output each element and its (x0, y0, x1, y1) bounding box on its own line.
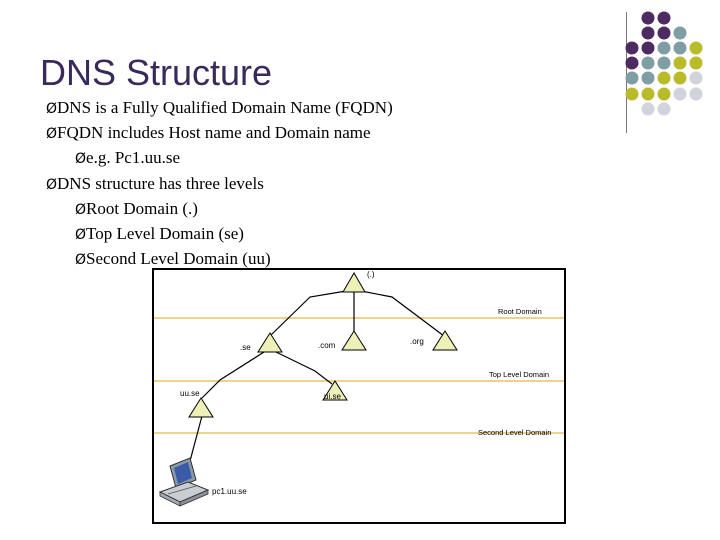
decor-dot (657, 11, 671, 25)
decor-dot (625, 71, 639, 85)
bullet-arrow-icon: Ø (75, 151, 87, 168)
decorative-dot-grid (625, 11, 703, 116)
node-label-ui: ui.se (324, 392, 341, 401)
decor-dot (657, 87, 671, 101)
node-label-pc: pc1.uu.se (212, 487, 247, 496)
decor-dot-row (625, 41, 703, 55)
sub-bullet-item: ØSecond Level Domain (uu) (75, 249, 271, 269)
slide-title: DNS Structure (40, 52, 273, 93)
decor-dot (625, 87, 639, 101)
bullet-list: ØDNS is a Fully Qualified Domain Name (F… (46, 96, 393, 272)
bullet-item: ØFQDN includes Host name and Domain name (46, 123, 371, 143)
node-label-com: .com (318, 341, 336, 350)
decor-dot (641, 41, 655, 55)
bullet-arrow-icon: Ø (75, 227, 87, 244)
decor-dot (641, 71, 655, 85)
decor-dot-row (625, 87, 703, 101)
decor-dot (625, 41, 639, 55)
decor-dot-row (641, 11, 671, 25)
decor-dot-row (641, 26, 687, 40)
node-org (432, 330, 458, 351)
decor-dot-row (625, 71, 703, 85)
decor-dot (657, 102, 671, 116)
sub-bullet-item: Øe.g. Pc1.uu.se (75, 148, 180, 168)
decor-dot (673, 56, 687, 70)
level-label-root: Root Domain (498, 307, 542, 316)
decor-dot (641, 87, 655, 101)
node-root (342, 272, 366, 293)
decor-dot (641, 56, 655, 70)
bullet-arrow-icon: Ø (75, 201, 87, 218)
node-label-se: .se (240, 343, 251, 352)
decor-dot (673, 87, 687, 101)
edge-se-ui (275, 351, 333, 385)
diagram-frame (152, 268, 566, 524)
bullet-arrow-icon: Ø (75, 252, 87, 269)
decor-dot (673, 26, 687, 40)
dns-hierarchy-diagram: Root Domain Top Level Domain Second Leve… (152, 268, 566, 524)
bullet-item: ØDNS is a Fully Qualified Domain Name (F… (46, 98, 393, 117)
decor-dot (641, 102, 655, 116)
decor-dot (689, 56, 703, 70)
computer-icon (158, 457, 210, 507)
node-label-root: (.) (367, 270, 375, 279)
decor-dot (673, 71, 687, 85)
node-ui (322, 380, 348, 401)
level-label-second: Second Level Domain (478, 428, 551, 437)
decor-dot (689, 87, 703, 101)
edge-root-org (355, 289, 445, 337)
node-label-uu: uu.se (180, 389, 200, 398)
decor-dot (657, 71, 671, 85)
bullet-arrow-icon: Ø (46, 176, 58, 193)
decor-dot (625, 56, 639, 70)
bullet-arrow-icon: Ø (46, 126, 58, 143)
decor-dot (657, 41, 671, 55)
edge-root-se (269, 289, 353, 337)
sub-bullet-item: ØRoot Domain (.) (75, 198, 198, 218)
decor-dot (689, 71, 703, 85)
decor-dot (641, 11, 655, 25)
node-label-org: .org (410, 337, 424, 346)
node-uu (188, 397, 214, 418)
bullet-item: ØDNS structure has three levels (46, 173, 264, 193)
decor-dot (673, 41, 687, 55)
decor-dot (657, 56, 671, 70)
decor-dot-row (641, 102, 671, 116)
decor-dot (641, 26, 655, 40)
edge-se-uu (199, 351, 265, 401)
node-com (341, 330, 367, 351)
decor-dot-row (625, 56, 703, 70)
node-se (257, 332, 283, 353)
decorative-divider (626, 12, 627, 133)
decor-dot (657, 26, 671, 40)
decor-dot (689, 41, 703, 55)
level-label-top: Top Level Domain (489, 370, 549, 379)
bullet-arrow-icon: Ø (46, 101, 58, 117)
sub-bullet-item: ØTop Level Domain (se) (75, 224, 244, 244)
